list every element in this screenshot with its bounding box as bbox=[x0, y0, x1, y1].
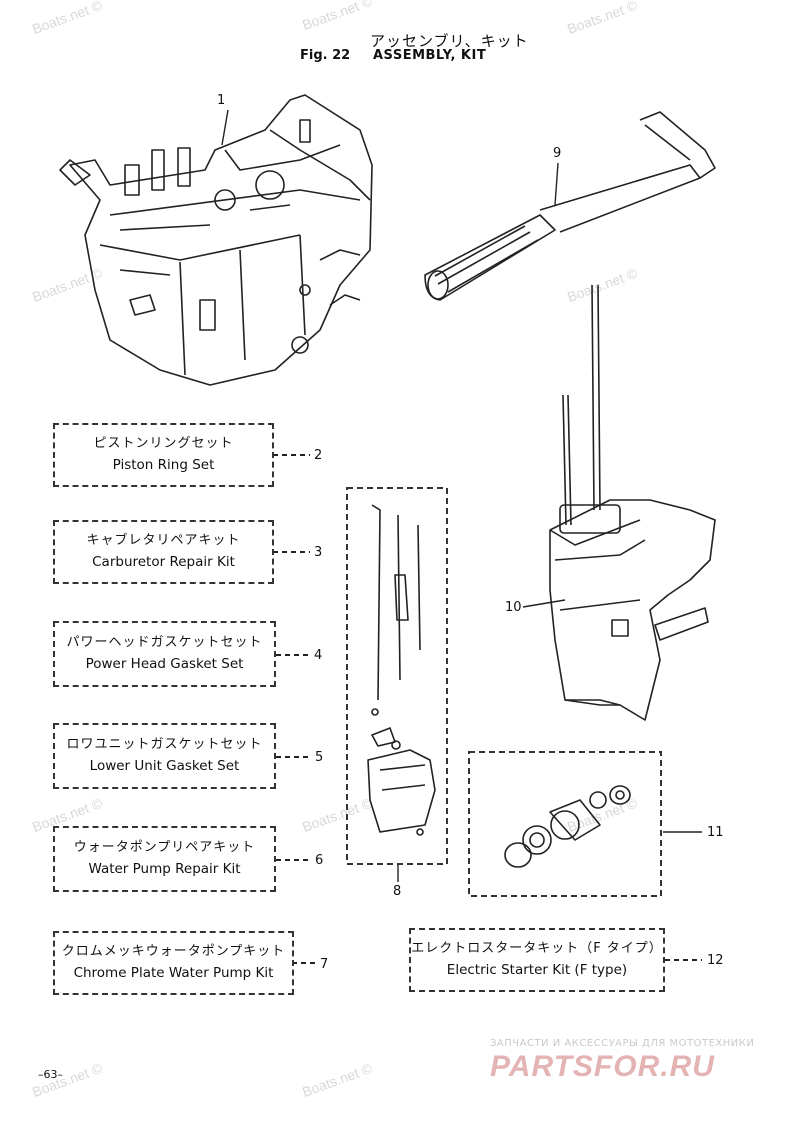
kit-label-en: Chrome Plate Water Pump Kit bbox=[73, 965, 274, 981]
lower-unit-drawing bbox=[549, 284, 716, 721]
callout-3: 3 bbox=[314, 545, 323, 560]
kit-label-en: Power Head Gasket Set bbox=[85, 656, 244, 672]
kit-box-lower-unit-gasket: ロワユニットガスケットセット Lower Unit Gasket Set bbox=[53, 723, 276, 789]
callout-12: 12 bbox=[707, 953, 724, 968]
water-pump-drawing bbox=[367, 504, 436, 836]
callout-11: 11 bbox=[707, 825, 724, 840]
callout-4: 4 bbox=[314, 648, 323, 663]
starter-group-box bbox=[468, 751, 662, 897]
kit-label-en: Water Pump Repair Kit bbox=[88, 861, 241, 877]
brand-logo: PARTSFOR.RU bbox=[490, 1050, 715, 1083]
kit-box-carburetor: キャブレタリペアキット Carburetor Repair Kit bbox=[53, 520, 274, 584]
kit-label-jp: ロワユニットガスケットセット bbox=[66, 737, 263, 752]
power-head-drawing bbox=[59, 94, 373, 386]
kit-box-water-pump-repair: ウォータポンプリペアキット Water Pump Repair Kit bbox=[53, 826, 276, 892]
callout-5: 5 bbox=[315, 750, 324, 765]
kit-box-power-head-gasket: パワーヘッドガスケットセット Power Head Gasket Set bbox=[53, 621, 276, 687]
callout-2: 2 bbox=[314, 448, 323, 463]
water-pump-group-box bbox=[346, 487, 448, 865]
callout-9: 9 bbox=[553, 146, 562, 161]
tiller-handle-drawing bbox=[424, 111, 716, 301]
title-japanese: アッセンブリ、キット bbox=[370, 32, 529, 50]
kit-label-jp: パワーヘッドガスケットセット bbox=[66, 635, 263, 650]
kit-label-en: Piston Ring Set bbox=[112, 457, 215, 473]
callout-7: 7 bbox=[320, 957, 329, 972]
callout-6: 6 bbox=[315, 853, 324, 868]
page-number: –63– bbox=[38, 1068, 63, 1081]
callout-8: 8 bbox=[393, 884, 402, 899]
kit-label-en: Electric Starter Kit (F type) bbox=[446, 962, 628, 978]
kit-label-en: Lower Unit Gasket Set bbox=[89, 758, 240, 774]
kit-box-chrome-water-pump: クロムメッキウォータポンプキット Chrome Plate Water Pump… bbox=[53, 931, 294, 995]
kit-label-jp: クロムメッキウォータポンプキット bbox=[61, 944, 286, 959]
kit-label-jp: エレクトロスタータキット（F タイプ） bbox=[411, 941, 663, 956]
electric-starter-drawing bbox=[504, 785, 631, 868]
kit-box-electric-starter: エレクトロスタータキット（F タイプ） Electric Starter Kit… bbox=[409, 928, 665, 992]
callout-10: 10 bbox=[505, 600, 522, 615]
title-english: ASSEMBLY, KIT bbox=[373, 48, 487, 63]
kit-label-jp: ウォータポンプリペアキット bbox=[73, 840, 256, 855]
kit-box-piston-ring: ピストンリングセット Piston Ring Set bbox=[53, 423, 274, 487]
figure-number: Fig. 22 bbox=[300, 48, 351, 63]
kit-label-jp: キャブレタリペアキット bbox=[86, 533, 241, 548]
brand-tagline: ЗАПЧАСТИ И АКСЕССУАРЫ ДЛЯ МОТОТЕХНИКИ bbox=[490, 1038, 755, 1049]
kit-label-jp: ピストンリングセット bbox=[93, 436, 234, 451]
callout-1: 1 bbox=[217, 93, 226, 108]
kit-label-en: Carburetor Repair Kit bbox=[92, 554, 235, 570]
